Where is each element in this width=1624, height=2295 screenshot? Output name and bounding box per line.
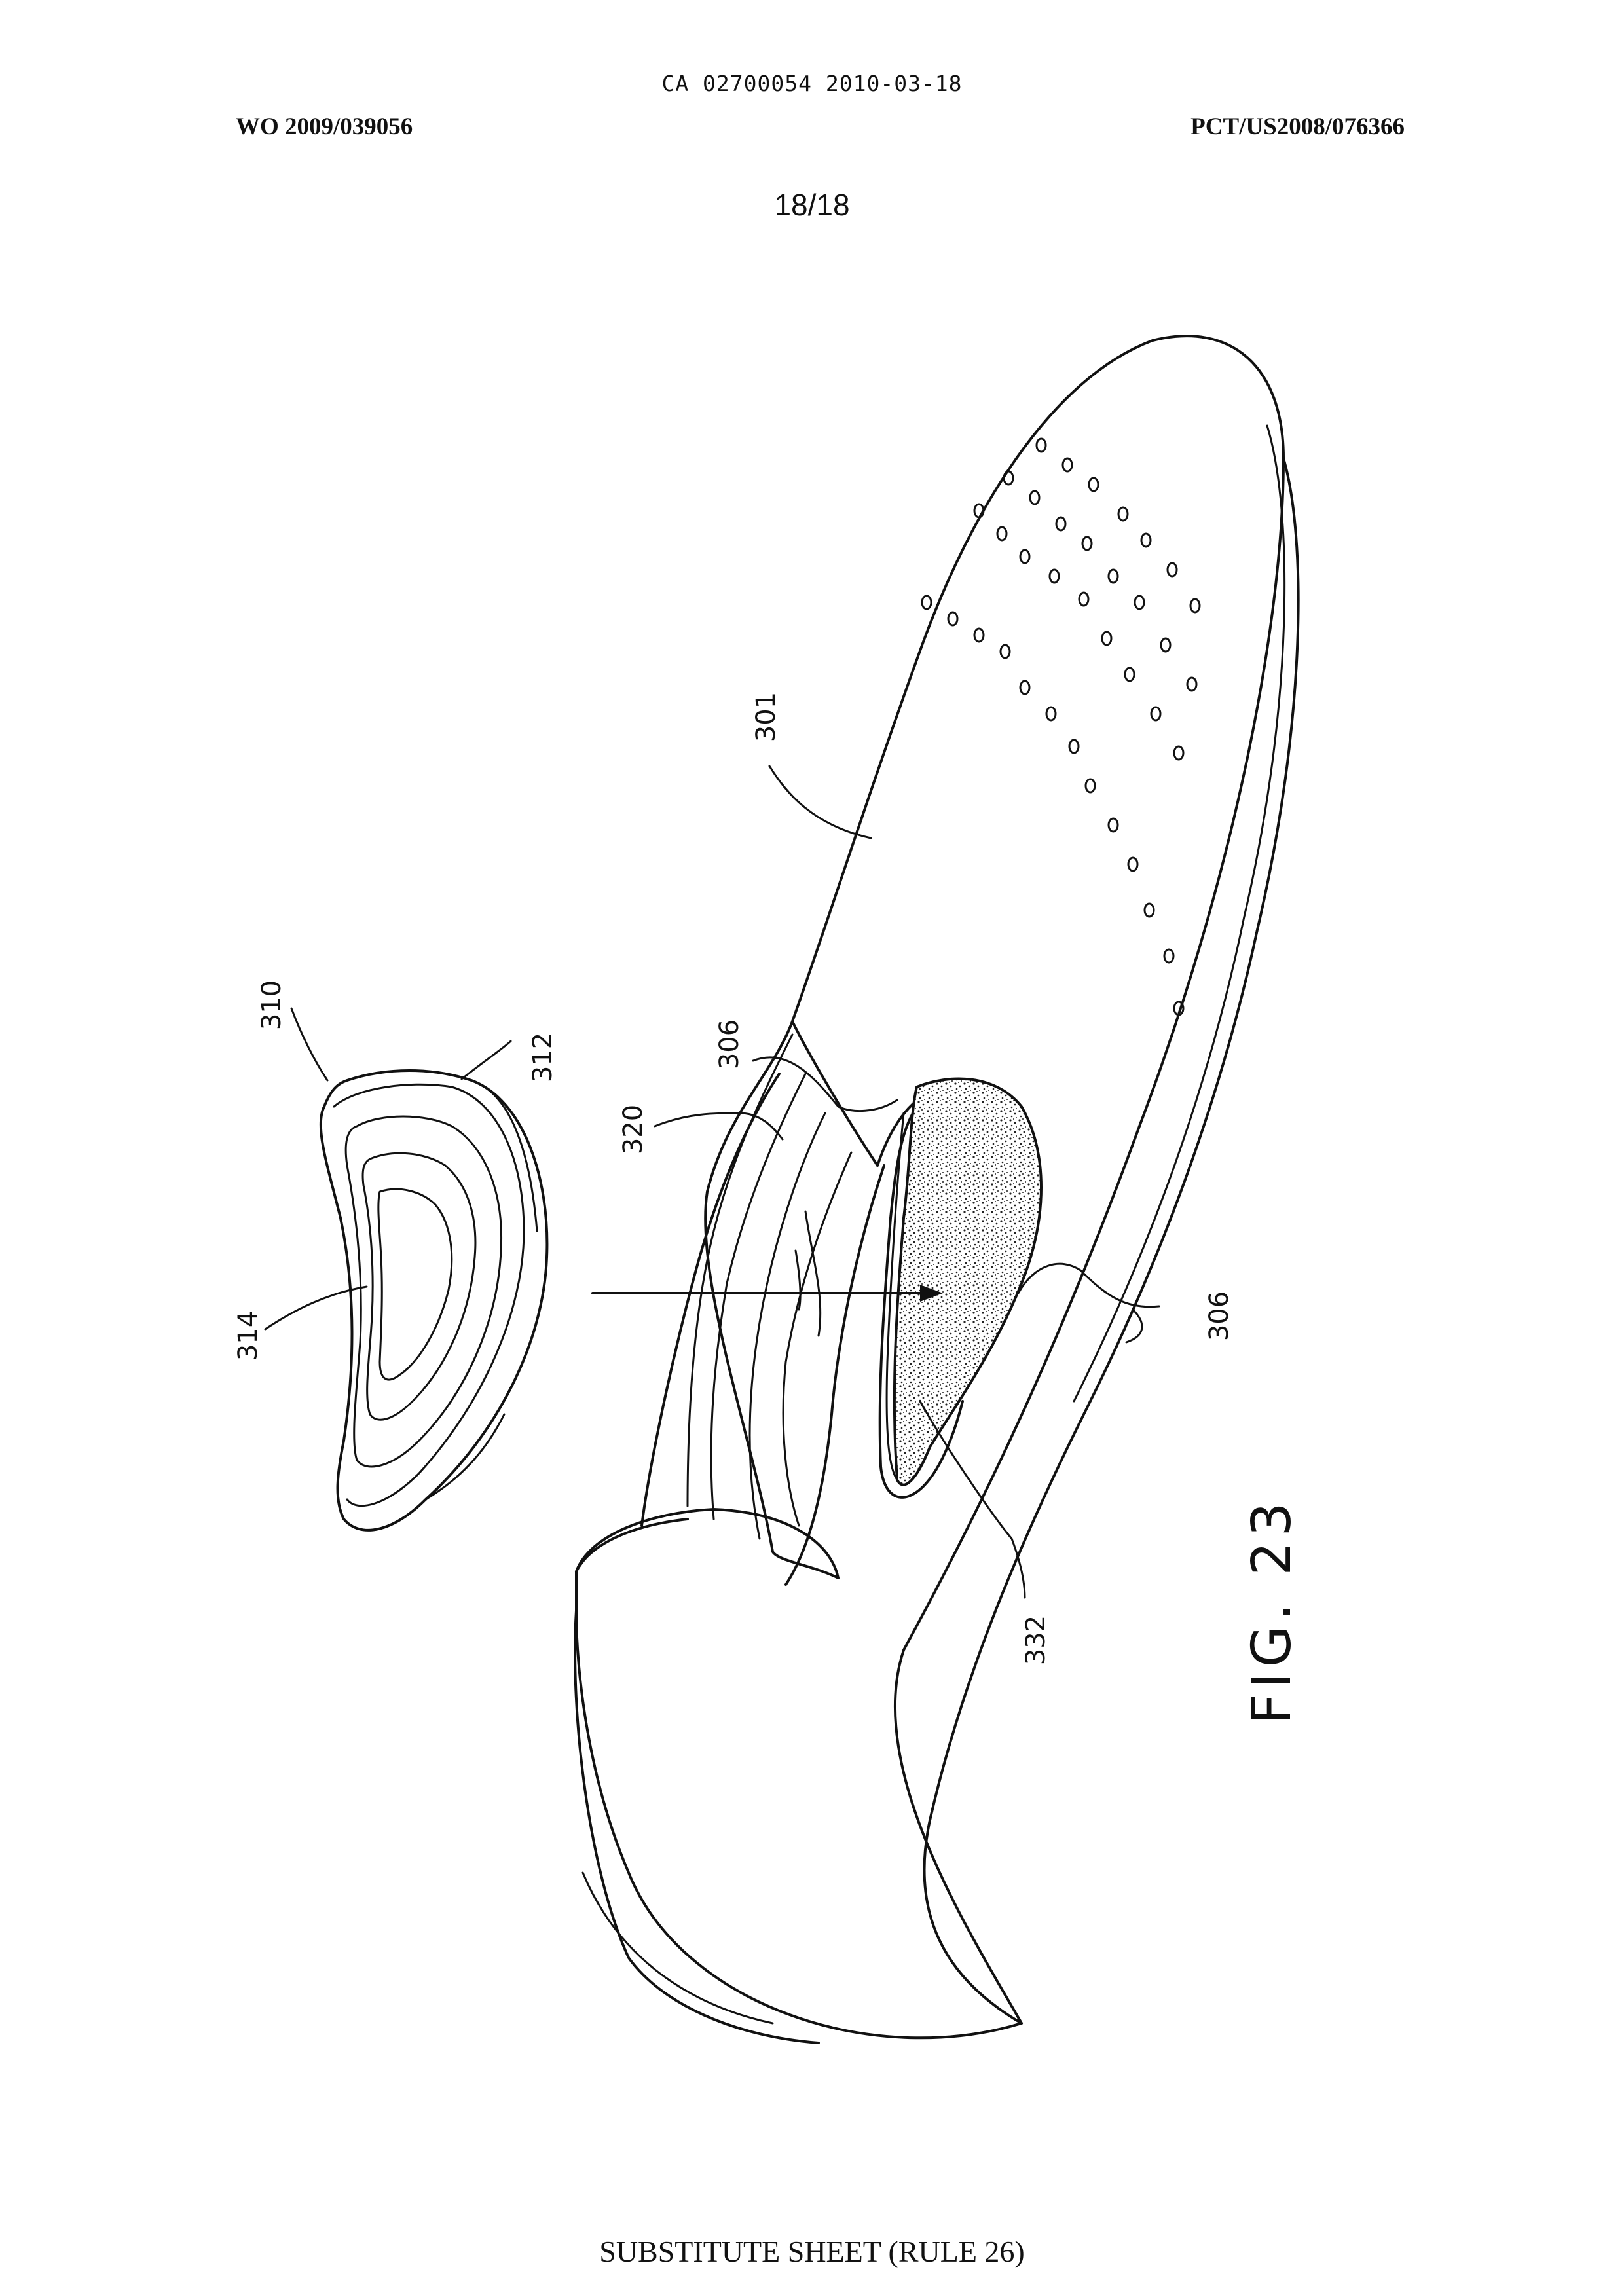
reference-numerals: 301 306 320 310 312 314 306 332	[233, 692, 1234, 1665]
ref-314: 314	[233, 1311, 263, 1361]
ref-332: 332	[1021, 1615, 1051, 1665]
figure-label: FIG. 23	[1241, 1497, 1303, 1724]
ref-312: 312	[528, 1033, 558, 1082]
stippled-area-332	[895, 1079, 1041, 1485]
footer-substitute-sheet: SUBSTITUTE SHEET (RULE 26)	[0, 2234, 1624, 2269]
ref-306-upper: 306	[714, 1019, 745, 1069]
ref-320: 320	[618, 1105, 648, 1154]
recess-306	[880, 1079, 1041, 1497]
perforation-holes	[922, 439, 1200, 1015]
pad-insert-310	[321, 1071, 547, 1530]
ref-310: 310	[257, 980, 287, 1030]
ref-306-right: 306	[1204, 1291, 1234, 1341]
ref-301: 301	[751, 692, 781, 742]
